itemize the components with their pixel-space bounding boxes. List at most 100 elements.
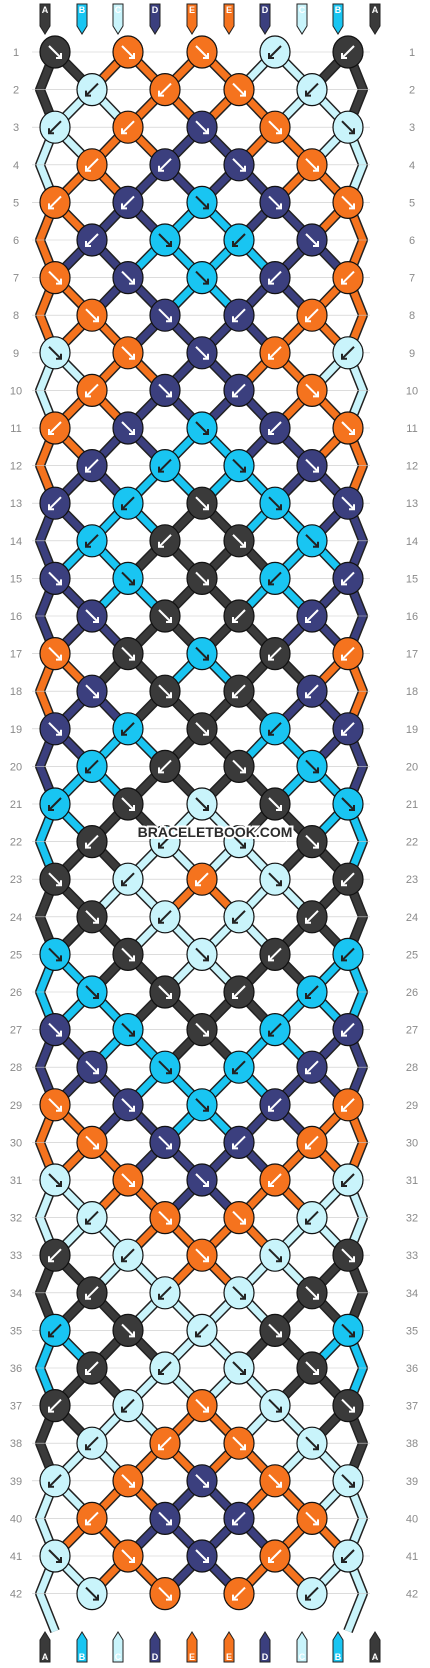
knot <box>223 1576 255 1611</box>
row-number-right: 18 <box>406 686 418 698</box>
strand-tab-top <box>76 3 88 35</box>
knot <box>149 900 181 934</box>
knot <box>296 1501 328 1536</box>
knot <box>76 148 108 182</box>
row-number-left: 23 <box>10 874 22 886</box>
knot <box>332 185 364 219</box>
row-number-left: 1 <box>13 47 19 59</box>
arrowhead-icon <box>56 353 62 360</box>
knot <box>259 35 291 69</box>
knot <box>76 975 108 1009</box>
knot <box>112 1238 144 1272</box>
arrow-down-right-icon <box>158 383 172 398</box>
arrowhead-icon <box>166 1519 172 1526</box>
knot <box>76 1125 108 1160</box>
arrow-down-left-icon <box>305 308 319 322</box>
knot <box>39 185 71 219</box>
strand-letter-bottom: A <box>42 1652 49 1662</box>
arrowhead-icon <box>48 429 54 435</box>
strand-letter-bottom: E <box>226 1652 232 1662</box>
arrow-down-right-icon <box>341 1248 355 1262</box>
arrow-down-left-icon <box>305 910 319 924</box>
arrow-down-right-icon <box>121 1323 135 1338</box>
arrow-down-left-icon <box>268 45 282 59</box>
arrowhead-icon <box>93 993 99 999</box>
arrow-down-right-icon <box>268 1323 282 1338</box>
knot <box>112 1464 144 1498</box>
knot <box>39 1238 71 1272</box>
arrow-down-left-icon <box>341 1549 355 1563</box>
knot <box>39 486 71 520</box>
knot <box>259 1539 291 1573</box>
arrowhead-icon <box>203 1181 209 1187</box>
strand-letter-top: B <box>335 5 342 15</box>
arrowhead-icon <box>166 316 172 323</box>
arrow-down-right-icon <box>85 1586 99 1601</box>
knot <box>112 185 144 219</box>
row-number-right: 40 <box>406 1513 418 1525</box>
row-number-left: 30 <box>10 1137 22 1149</box>
arrow-down-right-icon <box>158 308 172 322</box>
arrow-down-right-icon <box>195 195 209 210</box>
arrow-down-left-icon <box>268 1173 282 1187</box>
arrow-down-left-icon <box>85 158 99 172</box>
arrow-down-right-icon <box>85 308 99 322</box>
arrowhead-icon <box>158 842 164 849</box>
arrow-down-left-icon <box>232 233 246 247</box>
arrow-down-right-icon <box>232 759 246 774</box>
row-number-left: 33 <box>10 1250 22 1262</box>
arrowhead-icon <box>341 1557 347 1563</box>
arrow-down-left-icon <box>268 421 282 435</box>
row-number-left: 15 <box>10 573 22 585</box>
arrow-down-right-icon <box>305 1361 319 1375</box>
knot <box>112 1163 144 1197</box>
arrowhead-icon <box>313 391 319 398</box>
arrow-down-left-icon <box>341 270 355 285</box>
arrowhead-icon <box>129 353 135 360</box>
arrow-down-right-icon <box>341 421 355 435</box>
arrow-down-left-icon <box>268 270 282 285</box>
arrowhead-icon <box>268 955 274 962</box>
arrowhead-icon <box>195 880 201 887</box>
knot <box>149 1426 181 1460</box>
knot <box>223 1125 255 1160</box>
strand-letter-bottom: B <box>335 1652 342 1662</box>
knot <box>112 1313 144 1348</box>
knot <box>332 1012 364 1047</box>
watermark: BRACELETBOOK.COM <box>138 824 293 840</box>
arrowhead-icon <box>232 391 238 398</box>
arrow-down-right-icon <box>305 233 319 247</box>
row-number-left: 16 <box>10 611 22 623</box>
strand-letter-top: A <box>372 5 379 15</box>
arrow-down-right-icon <box>232 534 246 548</box>
row-number-left: 35 <box>10 1325 22 1337</box>
row-number-right: 22 <box>406 837 418 849</box>
row-number-left: 13 <box>10 498 22 510</box>
knot <box>112 787 144 821</box>
arrowhead-icon <box>305 1594 311 1601</box>
arrow-down-right-icon <box>305 158 319 172</box>
knot <box>332 336 364 370</box>
row-number-right: 17 <box>406 649 418 661</box>
arrowhead-icon <box>158 466 164 473</box>
arrowhead-icon <box>232 1068 238 1075</box>
knot <box>39 1313 71 1348</box>
arrow-down-right-icon <box>268 120 282 134</box>
strand-tab-top <box>332 3 344 35</box>
knot <box>149 749 181 784</box>
arrowhead-icon <box>268 1105 274 1112</box>
arrowhead-icon <box>276 880 282 887</box>
knot <box>39 712 71 746</box>
arrow-down-left-icon <box>48 120 62 134</box>
arrow-down-right-icon <box>195 646 209 661</box>
knot <box>223 900 255 934</box>
arrowhead-icon <box>129 1331 135 1338</box>
arrow-down-left-icon <box>341 947 355 962</box>
row-number-right: 27 <box>406 1025 418 1037</box>
arrowhead-icon <box>240 541 246 548</box>
arrowhead-icon <box>240 842 246 849</box>
knot <box>332 1163 364 1197</box>
arrowhead-icon <box>158 90 164 97</box>
arrow-down-left-icon <box>158 910 172 924</box>
